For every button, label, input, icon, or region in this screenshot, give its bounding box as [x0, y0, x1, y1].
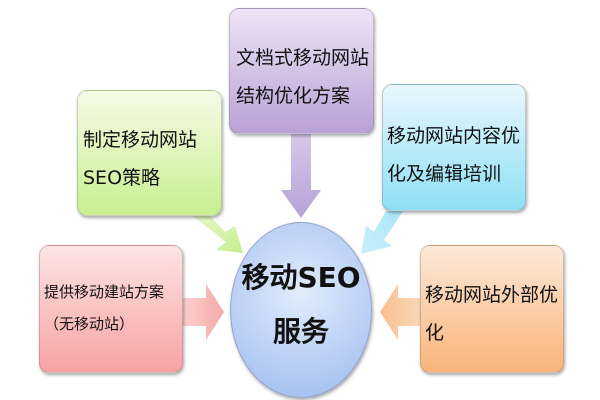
center-text: 服务 — [272, 315, 329, 348]
node-structure-optimization: 文档式移动网站 结构优化方案 — [229, 8, 374, 134]
node-text: 化 — [425, 322, 445, 344]
arrow-top — [281, 134, 321, 218]
node-seo-strategy: 制定移动网站 SEO策略 — [77, 90, 222, 216]
node-content-optimization: 移动网站内容优 化及编辑培训 — [382, 84, 526, 211]
node-text: 制定移动网站 — [83, 129, 198, 151]
node-site-building: 提供移动建站方案 （无移动站） — [39, 245, 183, 373]
arrow-upper-left — [193, 216, 243, 253]
arrow-left — [183, 284, 224, 340]
node-text: 提供移动建站方案 — [44, 283, 165, 301]
node-text: SEO策略 — [83, 167, 161, 189]
node-text: 化及编辑培训 — [387, 163, 502, 185]
arrow-right — [380, 284, 420, 340]
center-text: 移动SEO — [241, 261, 361, 294]
center-node-mobile-seo-service: 移动SEO 服务 — [230, 222, 372, 398]
node-text: 移动网站外部优 — [425, 284, 559, 306]
node-text: （无移动站） — [44, 315, 135, 333]
node-text: 文档式移动网站 — [236, 47, 370, 69]
node-external-optimization: 移动网站外部优 化 — [420, 245, 564, 373]
arrow-upper-right — [361, 211, 403, 254]
node-text: 结构优化方案 — [236, 85, 351, 107]
node-text: 移动网站内容优 — [387, 125, 521, 147]
